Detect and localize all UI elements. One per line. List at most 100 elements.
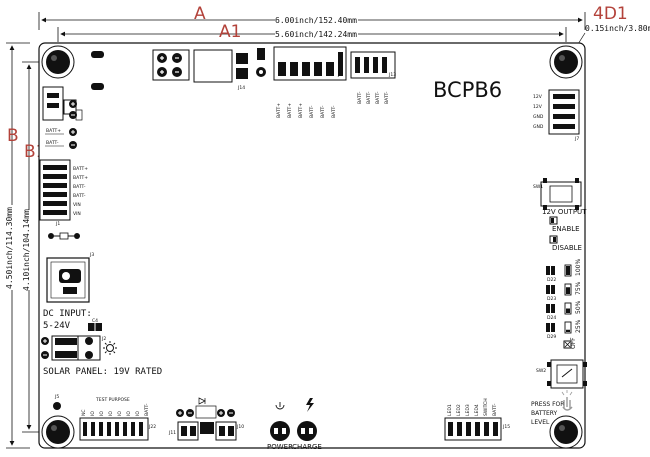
j15-pin-label: BATT- xyxy=(492,403,498,416)
output-label: 12V OUTPUT xyxy=(542,208,587,216)
sw2-button: SW2 xyxy=(536,359,587,389)
j3-dc-jack: J3 xyxy=(46,252,94,303)
mounting-hole-top-left xyxy=(41,45,75,79)
j13-pin-label: BATT- xyxy=(375,91,381,104)
off-label: OFF xyxy=(570,337,577,349)
battery-icon xyxy=(564,283,572,296)
j15-label: J15 xyxy=(502,424,510,430)
c4-label: C4 xyxy=(92,318,98,324)
j7-pin-label: 12V xyxy=(533,94,543,100)
j15-pin-label: LED2 xyxy=(456,404,462,416)
j22-pin-label: BATT- xyxy=(144,403,150,416)
battery-fill xyxy=(566,308,570,313)
j2-label: J2 xyxy=(101,336,106,342)
j15-pin-label: SWITCH xyxy=(483,398,489,416)
hole-spacing-height-label: 4.10inch/104.14mm xyxy=(22,209,31,291)
test-purpose-label: TEST PURPOSE xyxy=(95,397,130,403)
battery-led-row: D29 25% xyxy=(546,319,582,340)
j22-pad xyxy=(91,422,95,436)
j8-pin-label: BATT- xyxy=(309,105,315,118)
j15-pad xyxy=(457,422,462,436)
power-led: POWER xyxy=(267,402,293,451)
battery-icon xyxy=(564,302,572,315)
capacitor-c4: C4 xyxy=(88,318,102,331)
j13-connector: J13 xyxy=(350,51,396,79)
dimension-overall-width: 6.00inch/152.40mm xyxy=(38,12,586,30)
dimension-overall-height: 4.50inch/114.30mm xyxy=(5,42,30,449)
charge-led: CHARGE xyxy=(292,398,322,451)
j15-pad xyxy=(475,422,480,436)
j1-pin-label: VIN xyxy=(73,211,81,217)
power-label: POWER xyxy=(267,443,293,451)
battery-icon xyxy=(564,321,572,334)
j22-pin-label: IO xyxy=(108,411,114,416)
j11-label: J11 xyxy=(168,430,176,436)
board-outline xyxy=(38,42,586,449)
j22-test-header: TEST PURPOSE J22 xyxy=(79,397,156,441)
led-percent: 25% xyxy=(575,319,582,333)
battery-fill xyxy=(566,329,570,332)
j22-pad xyxy=(83,422,87,436)
dc-input-label: DC INPUT: xyxy=(43,309,92,319)
j8-pin-labels: BATT+BATT+BATT+BATT-BATT-BATT- xyxy=(276,103,337,118)
j8-pin-label: BATT- xyxy=(320,105,326,118)
battery-fill xyxy=(566,266,570,275)
charge-label: CHARGE xyxy=(292,443,322,451)
led-percent: 50% xyxy=(575,300,582,314)
j22-pin-label: IO xyxy=(99,411,105,416)
j8-pin-label: BATT- xyxy=(331,105,337,118)
j7-pin-label: GND xyxy=(533,114,544,120)
left-batt-minus: BATT- xyxy=(46,140,59,146)
hand-press-icon xyxy=(561,390,573,411)
lightning-icon xyxy=(306,398,314,412)
j22-pin-label: NC xyxy=(81,409,87,416)
enable-indicator: ENABLE xyxy=(549,216,580,233)
resistor-r1 xyxy=(48,232,80,240)
hole-diameter-label: 0.15inch/3.80mm xyxy=(585,24,650,33)
led-ref: D29 xyxy=(547,334,556,340)
left-batt-plus: BATT+ xyxy=(46,128,61,134)
j22-pin-label: IO xyxy=(126,411,132,416)
j14-label: J14 xyxy=(237,85,245,91)
j7-pin-label: 12V xyxy=(533,104,543,110)
j5-label: J5 xyxy=(54,394,59,400)
j22-pin-label: IO xyxy=(117,411,123,416)
battery-fill xyxy=(566,287,570,294)
j5-pad: J5 xyxy=(53,394,61,410)
j15-pin-label: LED1 xyxy=(447,404,453,416)
j7-pin-labels: 12V 12V GND GND xyxy=(533,94,544,130)
j22-pad xyxy=(123,422,127,436)
j7-connector: J7 xyxy=(548,89,580,142)
j22-pad xyxy=(139,422,143,436)
off-indicator: OFF xyxy=(563,337,577,349)
j7-pin-label: GND xyxy=(533,124,544,130)
j1-pin-label: BATT+ xyxy=(73,166,88,172)
j22-pad xyxy=(115,422,119,436)
enable-label: ENABLE xyxy=(552,225,580,233)
j22-label: J22 xyxy=(148,424,156,430)
press-instructions: PRESS FOR BATTERY LEVEL xyxy=(531,390,573,426)
j22-pin-label: IO xyxy=(90,411,96,416)
j15-pin-label: LED3 xyxy=(465,404,471,416)
dimension-hole-spacing-width: 5.60inch/142.24mm xyxy=(57,27,567,42)
pad-top-a xyxy=(91,51,104,58)
j13-label: J13 xyxy=(388,72,396,78)
small-caps-near-j14 xyxy=(256,48,266,77)
press-label-3: LEVEL xyxy=(531,419,550,426)
j7-label: J7 xyxy=(574,136,579,142)
sw1-switch: SW1 12V OUTPUT xyxy=(533,178,587,216)
j13-pin-labels: BATT-BATT-BATT-BATT- xyxy=(357,91,390,104)
j15-pad xyxy=(484,422,489,436)
j10-label: J10 xyxy=(236,424,244,430)
hole-spacing-width-label: 5.60inch/142.24mm xyxy=(275,30,357,39)
led-percent: 75% xyxy=(575,281,582,295)
j13-pin-label: BATT- xyxy=(384,91,390,104)
sw1-label: SW1 xyxy=(533,184,543,190)
j8-pin-label: BATT+ xyxy=(298,103,304,118)
j15-pad xyxy=(493,422,498,436)
